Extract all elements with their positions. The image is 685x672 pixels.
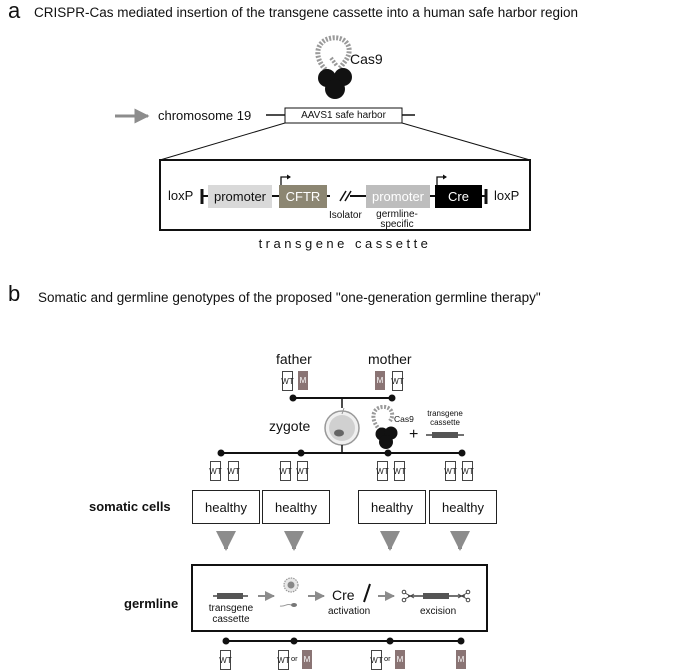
safe-harbor-box: AAVS1 safe harbor (301, 110, 386, 121)
chromosome-label: chromosome 19 (158, 108, 252, 123)
transgene-cassette-small-label: transgene cassette (427, 409, 463, 427)
germline-promoter-box (366, 185, 430, 208)
cas9-label: Cas9 (350, 51, 383, 67)
cre-label: Cre (448, 189, 469, 204)
sperm-icon (279, 603, 297, 607)
panel-b-title: Somatic and germline genotypes of the pr… (38, 290, 541, 305)
cas9-small-label: Cas9 (394, 414, 414, 424)
germline-specific-label: germline- specific (376, 209, 418, 230)
father-label: father (276, 351, 312, 367)
child3-allele-2: WT (393, 461, 406, 481)
healthy-box-2: healthy (262, 490, 330, 524)
cassette-frame (159, 159, 531, 231)
germ2-or: or (291, 654, 298, 663)
cre-box (435, 185, 482, 208)
cas9-guide-rna-icon (315, 35, 352, 74)
cre-slash-icon (363, 583, 371, 603)
mother-allele-wt: WT (391, 371, 404, 391)
child4-allele-2: WT (461, 461, 474, 481)
mother-label: mother (368, 351, 412, 367)
loxp-right-label: loxP (494, 188, 520, 203)
loxp-left-label: loxP (168, 188, 194, 203)
father-allele-m: M (298, 371, 308, 390)
cas9-protein-icon (318, 68, 352, 99)
promoter-box (208, 185, 272, 208)
panel-a-letter: a (8, 0, 21, 23)
scissors-left-icon (401, 589, 415, 603)
germline-promoter-label: promoter (371, 189, 425, 204)
somatic-cells-label: somatic cells (89, 499, 171, 514)
healthy-box-4: healthy (429, 490, 497, 524)
child4-allele-1: WT (444, 461, 457, 481)
promoter-label: promoter (213, 189, 267, 204)
plus-sign: + (409, 426, 419, 443)
isolator-label: Isolator (329, 210, 362, 221)
germ3-allele-wt: WT (370, 650, 383, 670)
zoom-line-right (401, 122, 531, 161)
cftr-label: CFTR (285, 189, 321, 204)
germ2-allele-wt: WT (277, 650, 290, 670)
child1-allele-1: WT (209, 461, 222, 481)
cassette-caption: transgene cassette (258, 236, 432, 251)
scissors-right-icon (457, 589, 471, 603)
child1-allele-2: WT (227, 461, 240, 481)
germ1-allele: WT (219, 650, 232, 670)
spermatogonium-icon (283, 577, 299, 593)
germ-transgene-cassette-label: transgene cassette (208, 603, 254, 625)
child3-allele-1: WT (376, 461, 389, 481)
panel-a-title: CRISPR-Cas mediated insertion of the tra… (34, 5, 579, 20)
mother-allele-m: M (375, 371, 385, 390)
germ4-allele-m: M (456, 650, 466, 669)
child2-allele-1: WT (279, 461, 292, 481)
germline-frame (191, 564, 488, 632)
zoom-line-left (159, 122, 286, 161)
germ2-allele-m: M (302, 650, 312, 669)
father-allele-wt: WT (281, 371, 294, 391)
cassette-small-bar (432, 432, 458, 438)
zygote-label: zygote (269, 418, 311, 434)
zygote-cell-icon (324, 407, 360, 446)
activation-label: activation (328, 606, 371, 617)
cftr-box (279, 185, 327, 208)
germ3-or: or (384, 654, 391, 663)
child2-allele-2: WT (296, 461, 309, 481)
isolator-mark (339, 190, 347, 202)
healthy-box-3: healthy (358, 490, 426, 524)
panel-b-letter: b (8, 281, 21, 306)
healthy-box-1: healthy (192, 490, 260, 524)
cas9-small-icon (371, 404, 398, 449)
excision-label: excision (420, 606, 457, 617)
germline-label: germline (124, 596, 179, 611)
germ3-allele-m: M (395, 650, 405, 669)
germ-cre-label: Cre (332, 587, 355, 603)
germ-cassette-bar (217, 593, 243, 599)
